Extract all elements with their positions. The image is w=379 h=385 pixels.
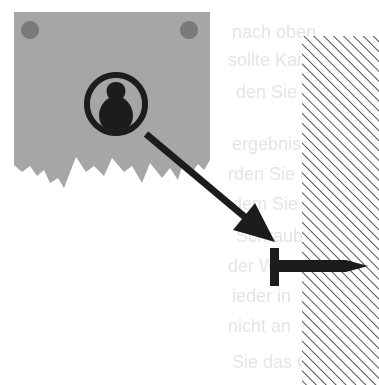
- arrow-head-icon: [233, 203, 275, 242]
- bleed-through-line: ieder in: [232, 286, 291, 306]
- keyhole-ring-icon: [84, 72, 148, 136]
- bracket-screw-hole-right-icon: [180, 21, 198, 39]
- arrow-shaft: [143, 131, 255, 226]
- bleed-through-line: den Sie b: [236, 82, 312, 102]
- bleed-through-line: nach oben: [232, 22, 316, 42]
- screw-head-icon: [270, 248, 279, 286]
- bracket-screw-hole-left-icon: [21, 21, 39, 39]
- keyhole-icon: [99, 82, 133, 130]
- bleed-through-line: nicht an: [228, 316, 291, 336]
- wall: [302, 36, 379, 385]
- screw-shaft-icon: [279, 260, 368, 272]
